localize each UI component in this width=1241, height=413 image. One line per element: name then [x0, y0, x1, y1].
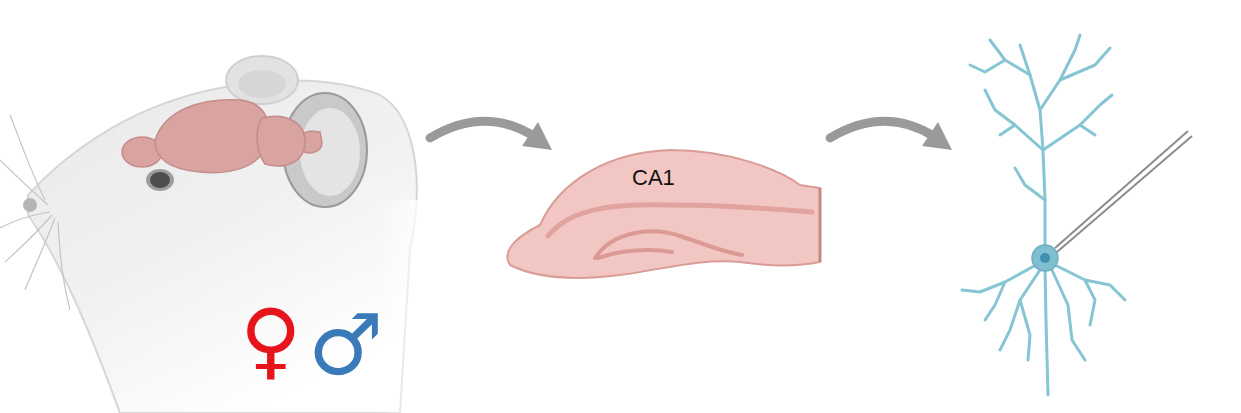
slice-outline — [507, 150, 820, 278]
male-symbol: ♂ — [308, 303, 383, 387]
axon — [1045, 268, 1048, 395]
dendrite — [1060, 48, 1110, 80]
basal-dendrite — [1055, 265, 1125, 300]
arrow-head — [922, 122, 952, 150]
female-symbol: ♀ — [240, 298, 302, 382]
basal-dendrite — [962, 265, 1036, 292]
dendrite — [1080, 125, 1095, 135]
mouse-head — [0, 56, 430, 413]
basal-dendrite — [1052, 270, 1085, 360]
dendrite — [1000, 125, 1015, 135]
curved-arrow — [430, 121, 535, 138]
mouse-ear — [226, 56, 298, 104]
arrow-head — [522, 122, 552, 150]
neuron-nucleus — [1040, 253, 1050, 263]
cerebrum — [155, 100, 269, 173]
dendrite — [985, 90, 1043, 150]
neuron-soma — [1032, 245, 1058, 271]
cerebellum — [257, 116, 305, 166]
dendrite — [990, 40, 1030, 75]
basal-dendrite — [1000, 270, 1040, 350]
basal-dendrite — [1085, 280, 1095, 325]
dendrite — [1015, 168, 1045, 200]
dendrite — [1043, 95, 1112, 150]
mouse-brain — [122, 100, 322, 173]
basal-dendrite — [1020, 300, 1030, 360]
mouse-eye — [150, 172, 170, 188]
dendrite — [970, 60, 1005, 72]
pyramidal-layer — [548, 205, 812, 236]
dentate-gyrus — [595, 231, 742, 258]
region-label: CA1 — [632, 167, 675, 189]
curved-arrow — [830, 121, 935, 138]
eye-rim — [146, 169, 174, 191]
hippocampus-slice — [507, 150, 820, 278]
head-fade — [300, 200, 430, 413]
slice-cut-edge — [819, 188, 822, 262]
basal-dendrite — [985, 282, 1005, 320]
whiskers — [0, 115, 70, 310]
mouse-nose — [23, 198, 37, 212]
patch-pipette — [1055, 131, 1192, 252]
flow-arrows — [430, 121, 952, 150]
ear-inner — [238, 70, 286, 98]
